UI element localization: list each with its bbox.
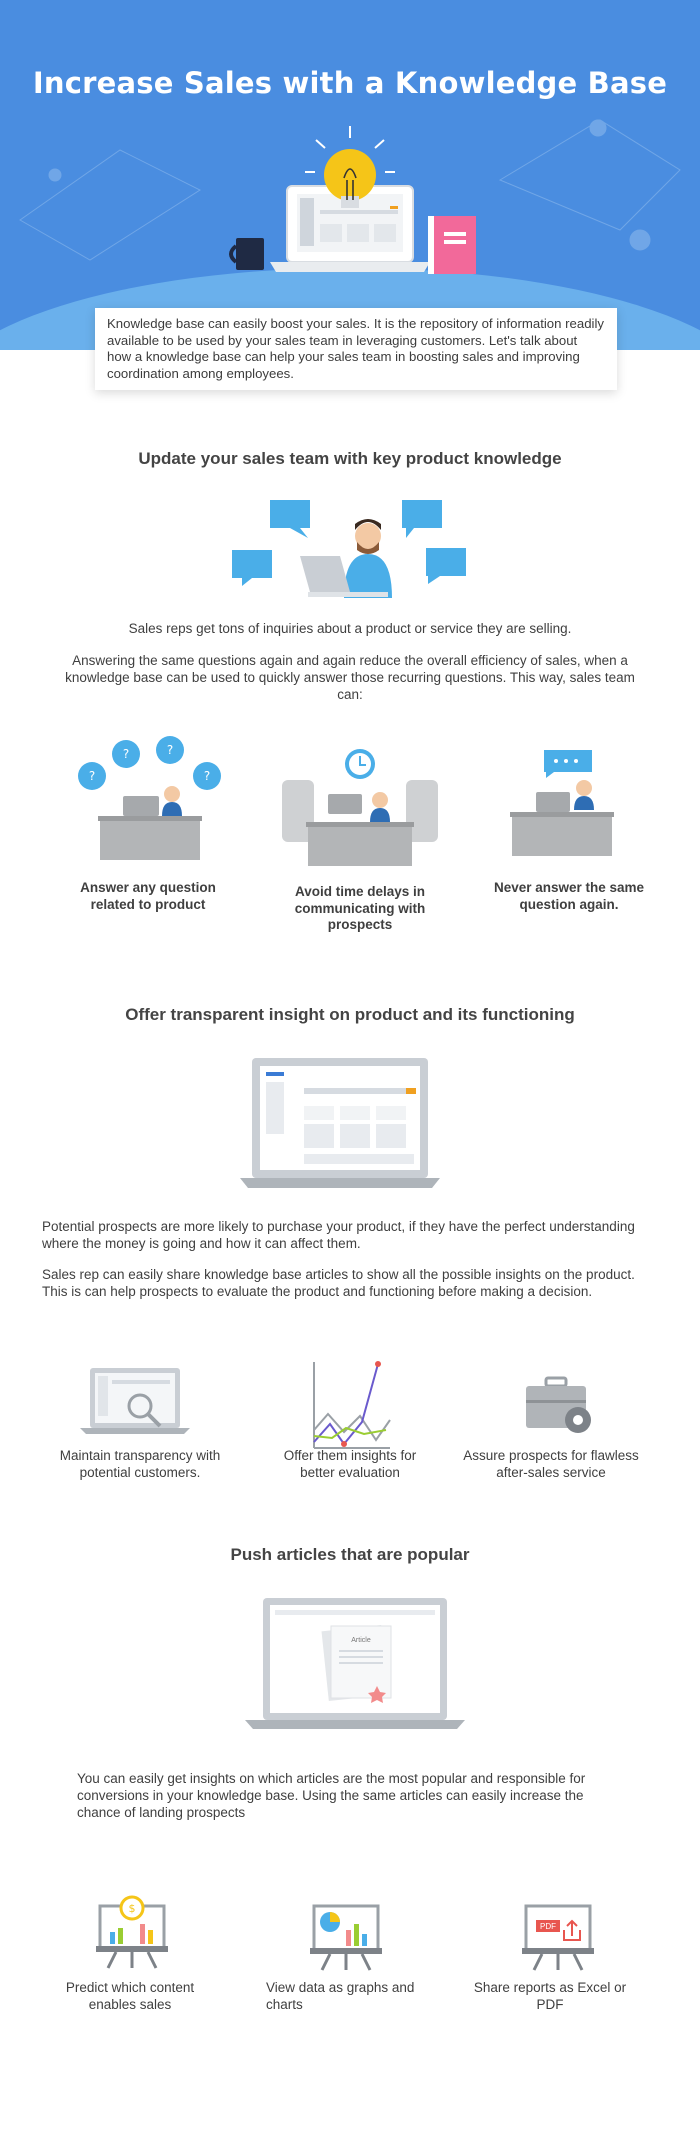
briefcase-gear-icon	[526, 1376, 591, 1433]
article-doc-label: Article	[351, 1637, 371, 1644]
intro-card: Knowledge base can easily boost your sal…	[95, 308, 617, 390]
popular-articles-laptop: Article	[245, 1598, 465, 1729]
svg-text:?: ?	[123, 747, 129, 761]
benefit-after-sales: Assure prospects for flawless after-sale…	[463, 1448, 639, 1480]
time-delay-illustration	[282, 749, 438, 866]
section1-para1: Sales reps get tons of inquiries about a…	[128, 621, 572, 636]
dollar-icon: $	[129, 1902, 136, 1915]
section-heading-knowledge: Update your sales team with key product …	[138, 449, 562, 468]
hero-illustration	[19, 119, 681, 274]
pdf-share-icon: PDF	[522, 1904, 594, 1971]
benefit-answer-questions: Answer any question related to product	[80, 880, 216, 912]
section2-para2: Sales rep can easily share knowledge bas…	[42, 1267, 635, 1299]
insight-chart-icon	[313, 1361, 391, 1449]
transparency-illustration	[80, 1368, 190, 1434]
sales-rep-illustration	[232, 500, 466, 598]
benefit-predict-content: Predict which content enables sales	[65, 1980, 195, 2012]
benefit-graphs-charts: View data as graphs and charts	[266, 1980, 415, 2012]
predict-chart-icon: $	[96, 1895, 168, 1969]
section2-para1: Potential prospects are more likely to p…	[42, 1219, 635, 1251]
section-heading-popular: Push articles that are popular	[230, 1545, 470, 1564]
graphs-icon	[310, 1904, 382, 1971]
never-repeat-illustration	[510, 750, 614, 856]
page-title: Increase Sales with a Knowledge Base	[32, 66, 668, 100]
questions-illustration: ????	[78, 736, 221, 860]
benefit-avoid-delays: Avoid time delays in communicating with …	[294, 884, 426, 932]
benefit-share-reports: Share reports as Excel or PDF	[473, 1980, 627, 2012]
svg-text:?: ?	[204, 769, 210, 783]
benefit-never-repeat: Never answer the same question again.	[493, 880, 645, 912]
section-heading-insight: Offer transparent insight on product and…	[125, 1005, 575, 1024]
svg-text:?: ?	[89, 769, 95, 783]
hero-banner: Increase Sales with a Knowledge Base	[0, 0, 700, 350]
benefit-evaluation: Offer them insights for better evaluatio…	[283, 1448, 417, 1480]
kb-laptop-illustration	[240, 1058, 440, 1188]
pdf-label: PDF	[540, 1922, 556, 1931]
section1-para2: Answering the same questions again and a…	[65, 653, 635, 702]
benefit-transparency: Maintain transparency with potential cus…	[59, 1448, 221, 1480]
section3-para1: You can easily get insights on which art…	[77, 1771, 586, 1820]
svg-text:?: ?	[167, 743, 173, 757]
